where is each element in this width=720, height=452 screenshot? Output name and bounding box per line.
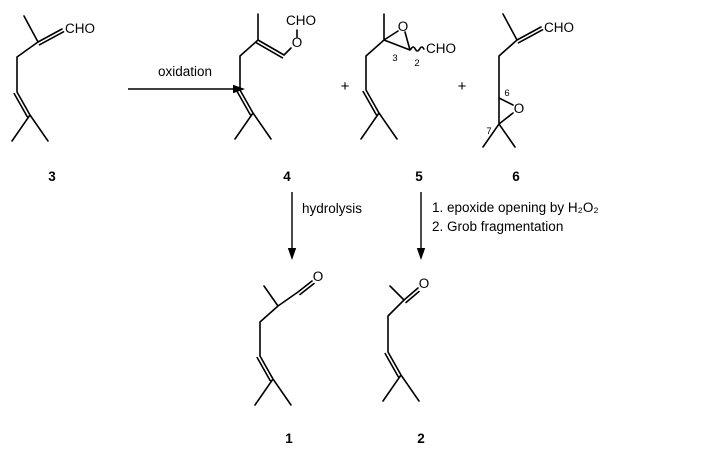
compound-number-3: 3 bbox=[48, 169, 56, 184]
hydrolysis-label: hydrolysis bbox=[302, 201, 362, 216]
oxygen-label: O bbox=[313, 269, 324, 284]
arrow-head-icon bbox=[287, 248, 297, 260]
atom-number-6: 6 bbox=[504, 88, 509, 99]
fragmentation-arrow: 1. epoxide opening by H₂O₂ 2. Grob fragm… bbox=[416, 192, 599, 260]
fragmentation-step1-label: 1. epoxide opening by H₂O₂ bbox=[432, 200, 599, 215]
oxygen-label: O bbox=[419, 276, 430, 291]
compound-number-4: 4 bbox=[283, 169, 291, 184]
oxidation-arrow: oxidation bbox=[128, 64, 245, 94]
oxidation-label: oxidation bbox=[158, 64, 212, 79]
hydrolysis-arrow: hydrolysis bbox=[287, 192, 362, 260]
arrow-head-icon bbox=[233, 84, 245, 94]
molecule-6-skeleton bbox=[482, 13, 544, 148]
molecule-1-skeleton bbox=[254, 280, 315, 406]
molecule-5: O CHO 3 2 5 bbox=[360, 13, 456, 184]
oxygen-label: O bbox=[514, 101, 525, 116]
wavy-bond bbox=[410, 46, 425, 52]
cho-label: CHO bbox=[286, 13, 316, 28]
molecule-6: CHO O 6 7 6 bbox=[482, 13, 574, 184]
atom-number-2: 2 bbox=[414, 58, 419, 69]
molecule-2-skeleton bbox=[382, 285, 420, 402]
compound-number-5: 5 bbox=[415, 169, 423, 184]
molecule-2: O 2 bbox=[382, 276, 430, 446]
compound-number-1: 1 bbox=[285, 431, 293, 446]
arrow-head-icon bbox=[416, 248, 426, 260]
plus-operator-1: + bbox=[341, 78, 350, 95]
compound-number-6: 6 bbox=[512, 169, 520, 184]
atom-number-7: 7 bbox=[486, 126, 491, 137]
cho-label: CHO bbox=[544, 20, 574, 35]
molecule-5-skeleton bbox=[360, 13, 411, 140]
molecule-3: CHO 3 bbox=[11, 15, 95, 184]
oxygen-label: O bbox=[292, 35, 303, 50]
atom-number-3: 3 bbox=[392, 53, 397, 64]
compound-number-2: 2 bbox=[417, 431, 425, 446]
cho-label: CHO bbox=[426, 41, 456, 56]
molecule-4: CHO O 4 bbox=[234, 13, 316, 184]
molecule-4-skeleton bbox=[234, 13, 298, 140]
oxygen-label: O bbox=[398, 19, 409, 34]
plus-operator-2: + bbox=[458, 78, 467, 95]
molecule-3-skeleton bbox=[11, 15, 65, 142]
molecule-1: O 1 bbox=[254, 269, 324, 446]
cho-label: CHO bbox=[65, 21, 95, 36]
fragmentation-step2-label: 2. Grob fragmentation bbox=[432, 219, 563, 234]
